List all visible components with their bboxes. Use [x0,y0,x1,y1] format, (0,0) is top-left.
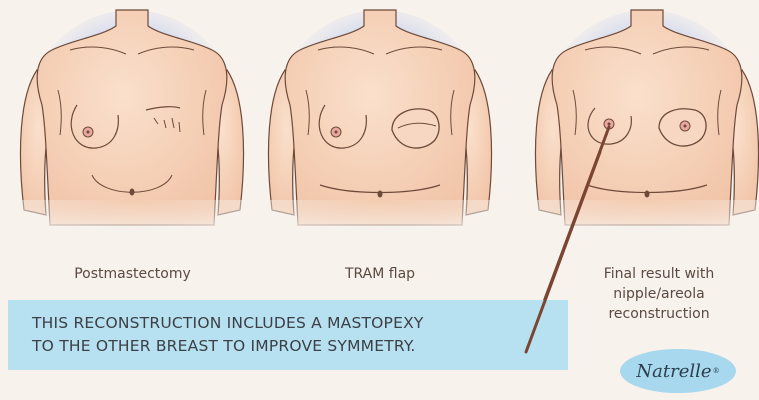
panel-postmastectomy [12,10,252,246]
navel [378,191,383,198]
caption-tram-flap: TRAM flap [300,264,460,284]
navel [645,191,650,198]
navel [130,189,135,196]
banner-text: THIS RECONSTRUCTION INCLUDES A MASTOPEXY… [32,312,552,358]
natrelle-logo: Natrelle® [620,349,736,393]
panel-tram-flap [260,10,500,246]
mastopexy-banner: THIS RECONSTRUCTION INCLUDES A MASTOPEXY… [8,300,568,370]
panel-final-result [527,10,759,246]
caption-final-result: Final result with nipple/areola reconstr… [566,264,752,324]
caption-postmastectomy: Postmastectomy [40,264,225,284]
flap-breast [392,109,439,148]
